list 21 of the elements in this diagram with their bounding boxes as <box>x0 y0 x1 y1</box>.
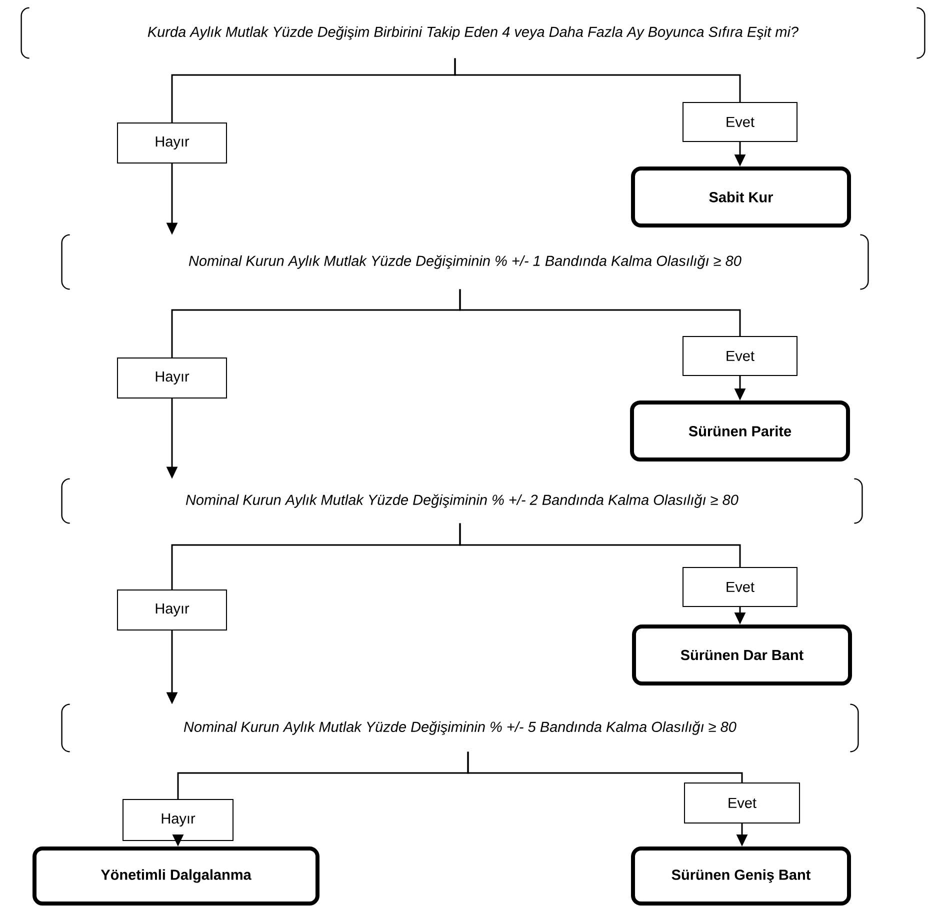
answer-box: Evet <box>682 102 798 142</box>
question-band: Kurda Aylık Mutlak Yüzde Değişim Birbirini Takip Eden 4 veya Daha Fazla Ay Boyunca Sıfıra Eşit mi? <box>20 7 926 59</box>
outcome-box: Sürünen Parite <box>630 400 850 462</box>
answer-box: Evet <box>682 336 798 376</box>
question-band: Nominal Kurun Aylık Mutlak Yüzde Değişiminin % +/- 1 Bandında Kalma Olasılığı ≥ 80 <box>61 234 869 290</box>
answer-box: Hayır <box>117 358 227 398</box>
connector-line <box>467 752 743 782</box>
outcome-box: Yönetimli Dalgalanma <box>32 846 320 906</box>
answer-box: Evet <box>682 567 798 607</box>
answer-box: Hayır <box>122 799 234 841</box>
outcome-box: Sürünen Geniş Bant <box>631 846 851 906</box>
answer-box: Hayır <box>117 122 227 164</box>
outcome-box: Sürünen Dar Bant <box>632 624 852 686</box>
question-band: Nominal Kurun Aylık Mutlak Yüzde Değişiminin % +/- 2 Bandında Kalma Olasılığı ≥ 80 <box>61 478 863 524</box>
answer-box: Evet <box>684 782 800 824</box>
answer-box: Hayır <box>117 590 227 630</box>
connector-line <box>459 523 741 567</box>
question-band: Nominal Kurun Aylık Mutlak Yüzde Değişiminin % +/- 5 Bandında Kalma Olasılığı ≥ 80 <box>61 704 859 752</box>
connector-line <box>454 58 741 102</box>
outcome-box: Sabit Kur <box>631 166 851 228</box>
connector-line <box>459 289 741 336</box>
